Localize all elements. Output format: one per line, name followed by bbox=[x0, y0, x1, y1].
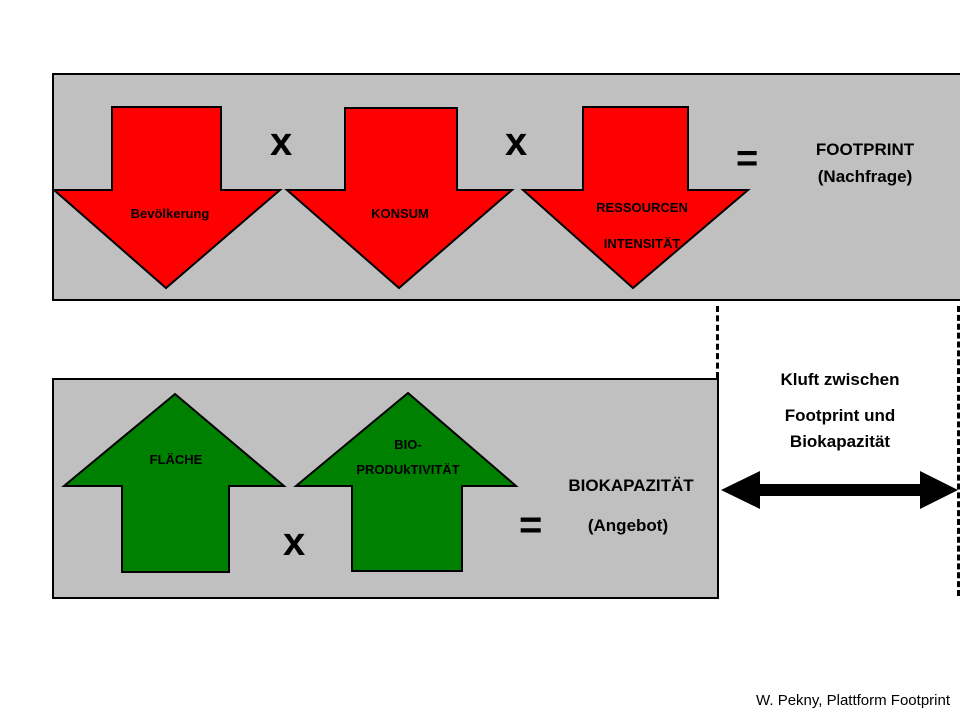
footprint-subtitle: (Nachfrage) bbox=[817, 167, 913, 186]
gap-label-line3: Biokapazität bbox=[789, 432, 891, 451]
times-operator-bottom: x bbox=[283, 520, 306, 564]
equals-operator-bottom: = bbox=[519, 503, 543, 547]
gap-dashed-line-left bbox=[716, 306, 719, 378]
gap-dashed-line-right bbox=[957, 306, 960, 596]
consumption-label: KONSUM bbox=[371, 206, 429, 221]
biocapacity-subtitle: (Angebot) bbox=[587, 516, 669, 535]
times-operator-1: x bbox=[270, 120, 293, 164]
footprint-title: FOOTPRINT bbox=[815, 140, 915, 159]
gap-label-line1: Kluft zwischen bbox=[780, 370, 900, 389]
equals-operator-top: = bbox=[736, 138, 759, 180]
resource-label-line2: INTENSITÄT bbox=[603, 236, 681, 251]
bioproductivity-label-line2: PRODUkTIVITÄT bbox=[356, 462, 460, 477]
bioproductivity-label-line1: BIO- bbox=[394, 437, 422, 452]
biocapacity-title: BIOKAPAZITÄT bbox=[568, 476, 694, 495]
population-label: Bevölkerung bbox=[130, 206, 210, 221]
gap-label-line2: Footprint und bbox=[784, 406, 896, 425]
resource-label-line1: RESSOURCEN bbox=[596, 200, 688, 215]
credit-text: W. Pekny, Plattform Footprint bbox=[756, 692, 950, 709]
times-operator-2: x bbox=[505, 120, 528, 164]
area-label: FLÄCHE bbox=[149, 452, 203, 467]
